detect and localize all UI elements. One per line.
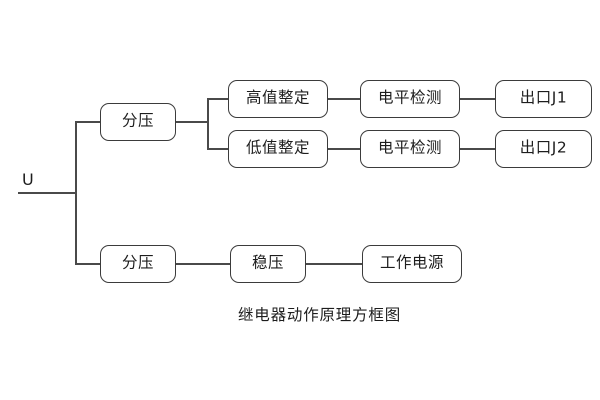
node-level-detect-2[interactable]: 电平检测 [360, 130, 460, 168]
node-output-j1[interactable]: 出口J1 [495, 80, 592, 118]
node-divider-bottom[interactable]: 分压 [100, 245, 176, 283]
node-low-setting-label: 低值整定 [245, 138, 310, 157]
wire-split-to-low-setting [207, 148, 230, 150]
node-high-setting-label: 高值整定 [245, 88, 310, 107]
node-level-detect-1[interactable]: 电平检测 [360, 80, 460, 118]
node-output-j1-label: 出口J1 [519, 88, 568, 107]
node-regulator-label: 稳压 [251, 253, 284, 272]
node-regulator[interactable]: 稳压 [230, 245, 306, 283]
wire-trunk-vertical [75, 122, 77, 264]
source-label-u: U [22, 170, 34, 189]
wire-divider-bottom-to-regulator [174, 263, 232, 265]
wire-trunk-to-divider-bottom [75, 263, 102, 265]
node-divider-top-label: 分压 [121, 111, 154, 130]
wire-low-setting-to-level-detect-2 [326, 148, 362, 150]
node-output-j2[interactable]: 出口J2 [495, 130, 592, 168]
node-level-detect-1-label: 电平检测 [377, 88, 442, 107]
wire-regulator-to-working-supply [304, 263, 364, 265]
diagram-caption: 继电器动作原理方框图 [238, 306, 402, 324]
wire-level-detect-2-to-output-j2 [458, 148, 497, 150]
wire-level-detect-1-to-output-j1 [458, 98, 497, 100]
node-high-setting[interactable]: 高值整定 [228, 80, 328, 118]
wire-divider-top-to-split [174, 121, 209, 123]
wire-split-to-high-setting [207, 98, 230, 100]
node-low-setting[interactable]: 低值整定 [228, 130, 328, 168]
wire-high-setting-to-level-detect-1 [326, 98, 362, 100]
wire-split-vertical [207, 98, 209, 150]
node-output-j2-label: 出口J2 [519, 138, 568, 157]
wire-input-line [18, 192, 76, 194]
node-level-detect-2-label: 电平检测 [377, 138, 442, 157]
wire-trunk-to-divider-top [75, 121, 102, 123]
node-working-supply-label: 工作电源 [379, 253, 444, 272]
node-divider-bottom-label: 分压 [121, 253, 154, 272]
node-divider-top[interactable]: 分压 [100, 103, 176, 141]
node-working-supply[interactable]: 工作电源 [362, 245, 462, 283]
